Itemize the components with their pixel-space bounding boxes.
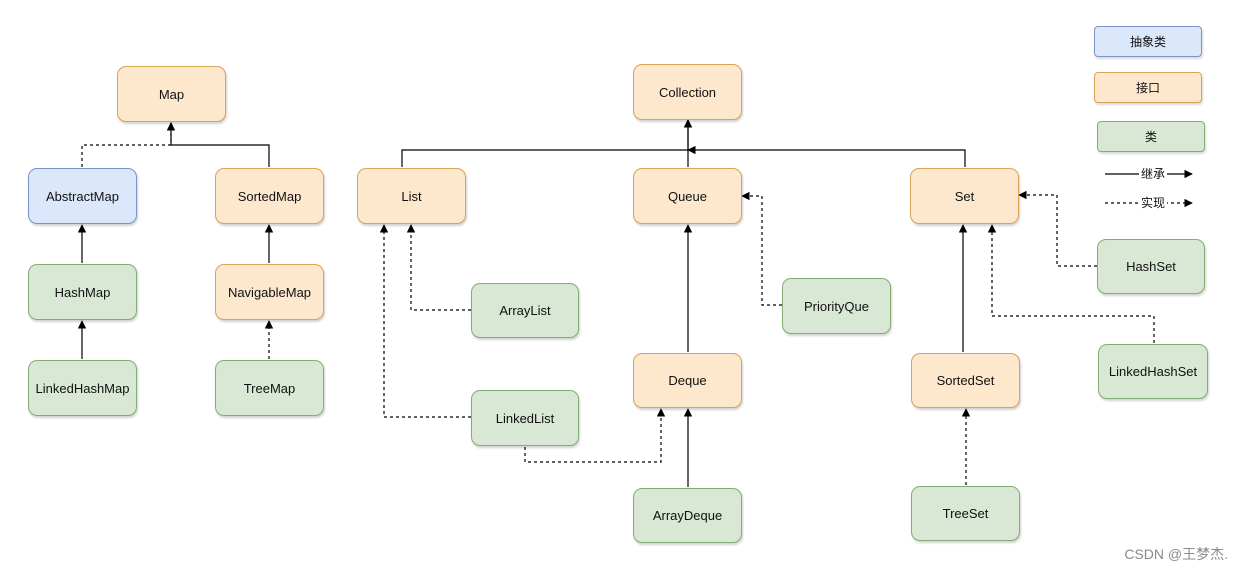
node-linkedhashset: LinkedHashSet [1098,344,1208,399]
edge-abstractmap-map [81,122,176,167]
node-treemap: TreeMap [215,360,324,416]
node-hashmap: HashMap [28,264,137,320]
node-priorityque: PriorityQue [782,278,891,334]
node-linkedlist: LinkedList [471,390,579,446]
edge-linkedlist-deque [524,408,666,463]
legend-interface: 接口 [1094,72,1202,103]
node-arraydeque: ArrayDeque [633,488,742,543]
node-deque: Deque [633,353,742,408]
edge-arraylist-list [406,224,471,311]
edge-priorityque-queue [741,191,782,306]
node-arraylist: ArrayList [471,283,579,338]
node-sortedmap: SortedMap [215,168,324,224]
legend-inherit-label: 继承 [1139,167,1168,181]
edge-linkedhashset-set [987,224,1155,343]
node-sortedset: SortedSet [911,353,1020,408]
legend-class: 类 [1097,121,1205,152]
legend-abstract-class: 抽象类 [1094,26,1202,57]
node-hashset: HashSet [1097,239,1205,294]
node-navigablemap: NavigableMap [215,264,324,320]
edge-set-collection [687,145,966,167]
node-collection: Collection [633,64,742,120]
watermark: CSDN @王梦杰. [1124,546,1228,562]
node-set: Set [910,168,1019,224]
node-list: List [357,168,466,224]
edge-linkedlist-list [379,224,471,418]
node-treeset: TreeSet [911,486,1020,541]
edge-hashset-set [1018,190,1097,267]
node-queue: Queue [633,168,742,224]
edge-sortedmap-map [166,122,270,167]
node-map: Map [117,66,226,122]
node-linkedhashmap: LinkedHashMap [28,360,137,416]
edge-list-collection [401,119,693,167]
node-abstractmap: AbstractMap [28,168,137,224]
legend-implement-label: 实现 [1139,196,1168,210]
